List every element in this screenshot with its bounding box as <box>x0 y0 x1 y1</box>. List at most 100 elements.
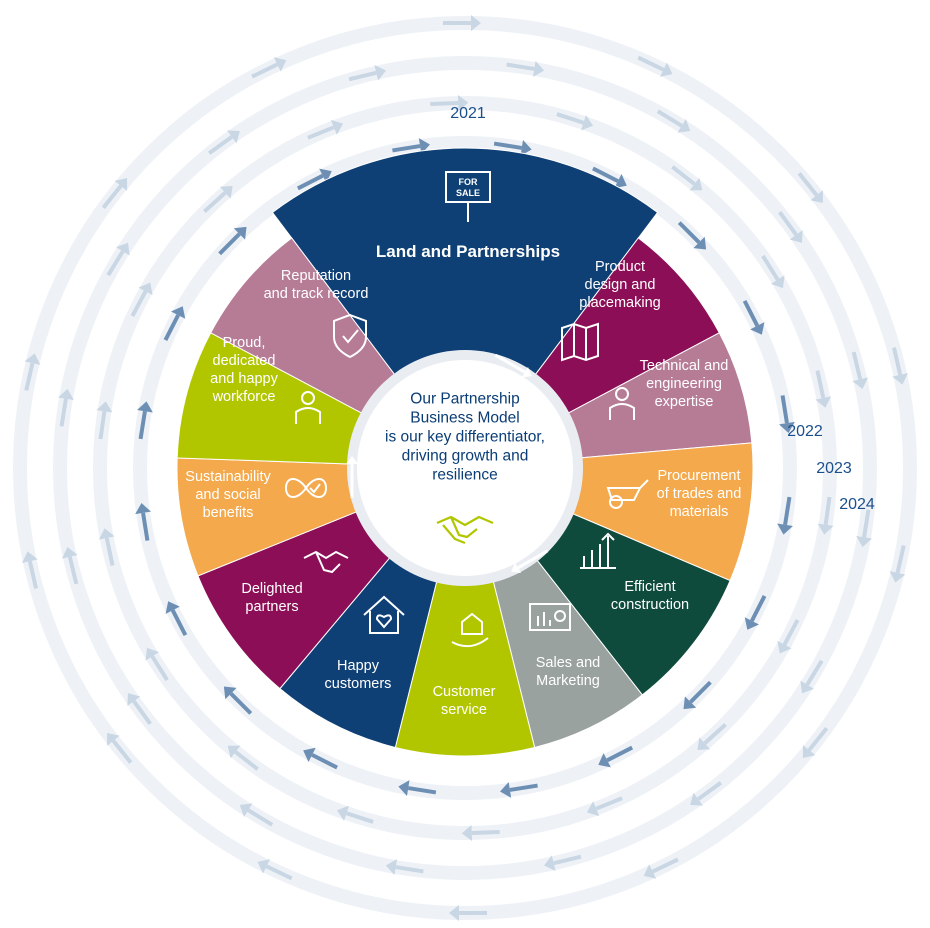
cycle-arrow-icon <box>744 595 767 630</box>
segment-label-workforce: Proud, dedicated and happy workforce <box>210 335 278 405</box>
cycle-arrow-icon <box>227 745 259 771</box>
cycle-arrow-icon <box>500 782 538 798</box>
year-label-2024: 2024 <box>839 496 875 513</box>
segment-label-land-and-partnerships: Land and Partnerships <box>375 242 561 261</box>
cycle-arrow-icon <box>303 747 338 770</box>
cycle-arrow-icon <box>239 803 274 827</box>
cycle-arrow-icon <box>543 854 582 871</box>
cycle-arrow-icon <box>778 210 803 243</box>
cycle-arrow-icon <box>98 528 115 566</box>
segment-label-sustainability: Sustainability and social benefits <box>185 469 271 521</box>
cycle-arrow-icon <box>58 388 74 427</box>
cycle-arrow-icon <box>101 178 128 209</box>
segment-label-product-design: Product design and placemaking <box>579 259 661 311</box>
cycle-arrow-icon <box>163 306 186 341</box>
cycle-arrow-icon <box>223 686 253 715</box>
house-in-hand-icon <box>451 612 489 648</box>
infinity-check-icon <box>284 478 328 498</box>
segment-label-delighted-partners: Delighted partners <box>241 581 303 615</box>
cycle-arrow-icon <box>891 347 908 385</box>
cycle-arrow-icon <box>656 109 691 133</box>
center-circle <box>357 360 573 576</box>
engineer-icon <box>609 387 635 420</box>
segment-label-procurement: Procurement of trades and materials <box>656 468 742 520</box>
cycle-arrow-icon <box>449 905 487 921</box>
center-text: Our Partnership Business Model is our ke… <box>385 390 545 484</box>
cycle-arrow-icon <box>671 165 703 191</box>
map-icon <box>561 322 599 362</box>
cycle-arrow-icon <box>802 727 829 758</box>
cycle-arrow-icon <box>106 242 130 277</box>
cycle-arrow-icon <box>430 95 469 112</box>
cycle-arrow-icon <box>556 112 594 131</box>
svg-text:FOR: FOR <box>459 177 478 187</box>
cycle-arrow-icon <box>307 119 344 140</box>
cycle-arrow-icon <box>348 65 387 82</box>
cycle-arrow-icon <box>257 859 293 881</box>
segment-label-sales-marketing: Sales and Marketing <box>535 655 601 689</box>
cycle-arrow-icon <box>145 647 169 682</box>
cycle-arrow-icon <box>742 299 765 335</box>
cycle-arrow-icon <box>135 503 151 541</box>
cycle-arrow-icon <box>207 130 240 155</box>
cycle-arrow-icon <box>856 509 872 548</box>
cycle-arrow-icon <box>777 496 793 535</box>
inner-cycle-arrow-icon <box>346 456 358 498</box>
center-handshake-icon <box>436 515 494 545</box>
cycle-arrow-icon <box>779 395 795 433</box>
cycle-arrow-icon <box>130 282 153 318</box>
cycle-arrow-icon <box>690 781 723 806</box>
cycle-arrow-icon <box>493 140 532 156</box>
cycle-arrow-icon <box>677 221 707 250</box>
cycle-arrow-icon <box>203 186 233 213</box>
cycle-arrow-icon <box>96 401 113 440</box>
cycle-ring <box>133 136 797 800</box>
svg-text:SALE: SALE <box>456 188 480 198</box>
cycle-arrow-icon <box>506 61 545 77</box>
cycle-arrow-icon <box>443 15 481 31</box>
cycle-arrow-icon <box>62 546 79 585</box>
cycle-arrow-icon <box>761 254 785 289</box>
year-label-2021: 2021 <box>450 105 486 122</box>
house-heart-icon <box>363 595 405 634</box>
cycle-arrow-icon <box>889 545 906 583</box>
cycle-arrow-icon <box>218 226 247 256</box>
segment-label-happy-customers: Happy customers <box>324 658 392 692</box>
cycle-arrow-icon <box>851 351 868 390</box>
presentation-icon <box>529 603 571 631</box>
shield-check-icon <box>333 313 367 359</box>
cycle-arrow-icon <box>392 138 430 154</box>
cycle-arrow-icon <box>817 496 834 535</box>
cycle-arrow-icon <box>251 57 287 79</box>
cycle-arrow-icon <box>800 659 824 694</box>
cycle-arrow-icon <box>637 55 673 77</box>
cycle-arrow-icon <box>398 780 437 796</box>
cycle-arrow-icon <box>461 824 500 841</box>
cycle-arrow-icon <box>165 601 188 637</box>
cycle-arrow-icon <box>296 168 332 191</box>
segment-label-technical-engineering: Technical and engineering expertise <box>639 358 729 410</box>
inner-cycle-arrow-icon <box>494 353 532 378</box>
growth-chart-icon <box>580 532 616 569</box>
segment-label-efficient-construction: Efficient construction <box>610 579 690 613</box>
cycle-arrow-icon <box>24 353 41 391</box>
cycle-arrow-icon <box>127 693 152 726</box>
handshake-icon <box>303 550 349 574</box>
workers-icon <box>295 391 321 424</box>
year-label-2022: 2022 <box>787 423 823 440</box>
cycle-arrow-icon <box>22 551 39 589</box>
cycle-arrow-icon <box>107 732 133 764</box>
cycle-arrow-icon <box>385 859 424 875</box>
cycle-arrow-icon <box>777 618 800 654</box>
cycle-ring <box>53 56 877 880</box>
cycle-arrow-icon <box>336 805 374 824</box>
cycle-arrow-icon <box>683 680 712 710</box>
cycle-arrow-icon <box>137 401 153 440</box>
segment-label-reputation: Reputation and track record <box>263 268 369 302</box>
cycle-arrow-icon <box>586 796 623 817</box>
inner-cycle-arrow-icon <box>511 549 549 574</box>
cycle-arrow-icon <box>592 166 627 189</box>
cycle-arrow-icon <box>797 172 823 204</box>
